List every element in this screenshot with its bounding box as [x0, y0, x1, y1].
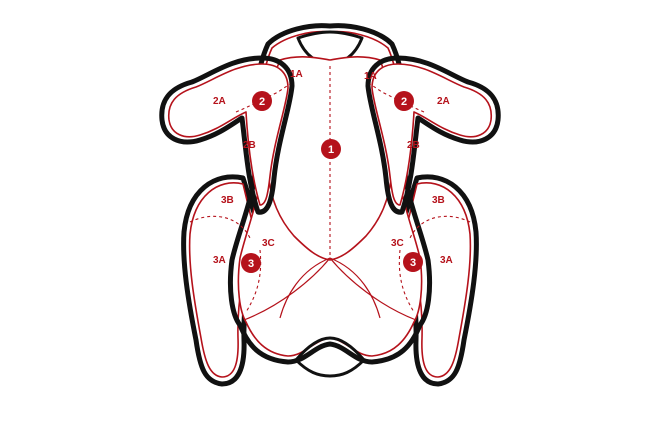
- marker-3-left-text: 3: [248, 258, 254, 270]
- back-curve-left: [279, 257, 331, 319]
- body-outline: [227, 23, 433, 365]
- label-2b-right: 2B: [407, 140, 420, 151]
- left-thigh-cut-line: [189, 215, 251, 239]
- label-3c-left: 3C: [262, 238, 275, 249]
- label-3a-right: 3A: [440, 255, 453, 266]
- marker-2-right-text: 2: [401, 96, 407, 108]
- marker-3-left: 3: [241, 253, 261, 273]
- marker-3-right: 3: [403, 252, 423, 272]
- marker-2-left: 2: [252, 91, 272, 111]
- marker-1: 1: [321, 139, 341, 159]
- marker-1-text: 1: [328, 144, 334, 156]
- right-leg-sep-line: [398, 249, 415, 313]
- left-leg-sep-line: [245, 249, 262, 313]
- back-cut-left: [243, 257, 331, 321]
- back-cut-right: [329, 257, 417, 321]
- marker-3-right-text: 3: [410, 257, 416, 269]
- right-thigh-cut-line: [409, 215, 471, 239]
- label-2a-right: 2A: [437, 96, 450, 107]
- left-wing-outline: [159, 55, 295, 215]
- back-curve-right: [329, 257, 381, 319]
- marker-2-left-text: 2: [259, 96, 265, 108]
- marker-2-right: 2: [394, 91, 414, 111]
- label-2a-left: 2A: [213, 96, 226, 107]
- label-3a-left: 3A: [213, 255, 226, 266]
- tail-cavity: [294, 336, 366, 378]
- label-3c-right: 3C: [391, 238, 404, 249]
- label-2b-left: 2B: [243, 140, 256, 151]
- label-1a-right: 1A: [364, 71, 377, 82]
- label-1a-left: 1A: [290, 69, 303, 80]
- label-3b-right: 3B: [432, 195, 445, 206]
- right-wing-outline: [365, 55, 501, 215]
- label-3b-left: 3B: [221, 195, 234, 206]
